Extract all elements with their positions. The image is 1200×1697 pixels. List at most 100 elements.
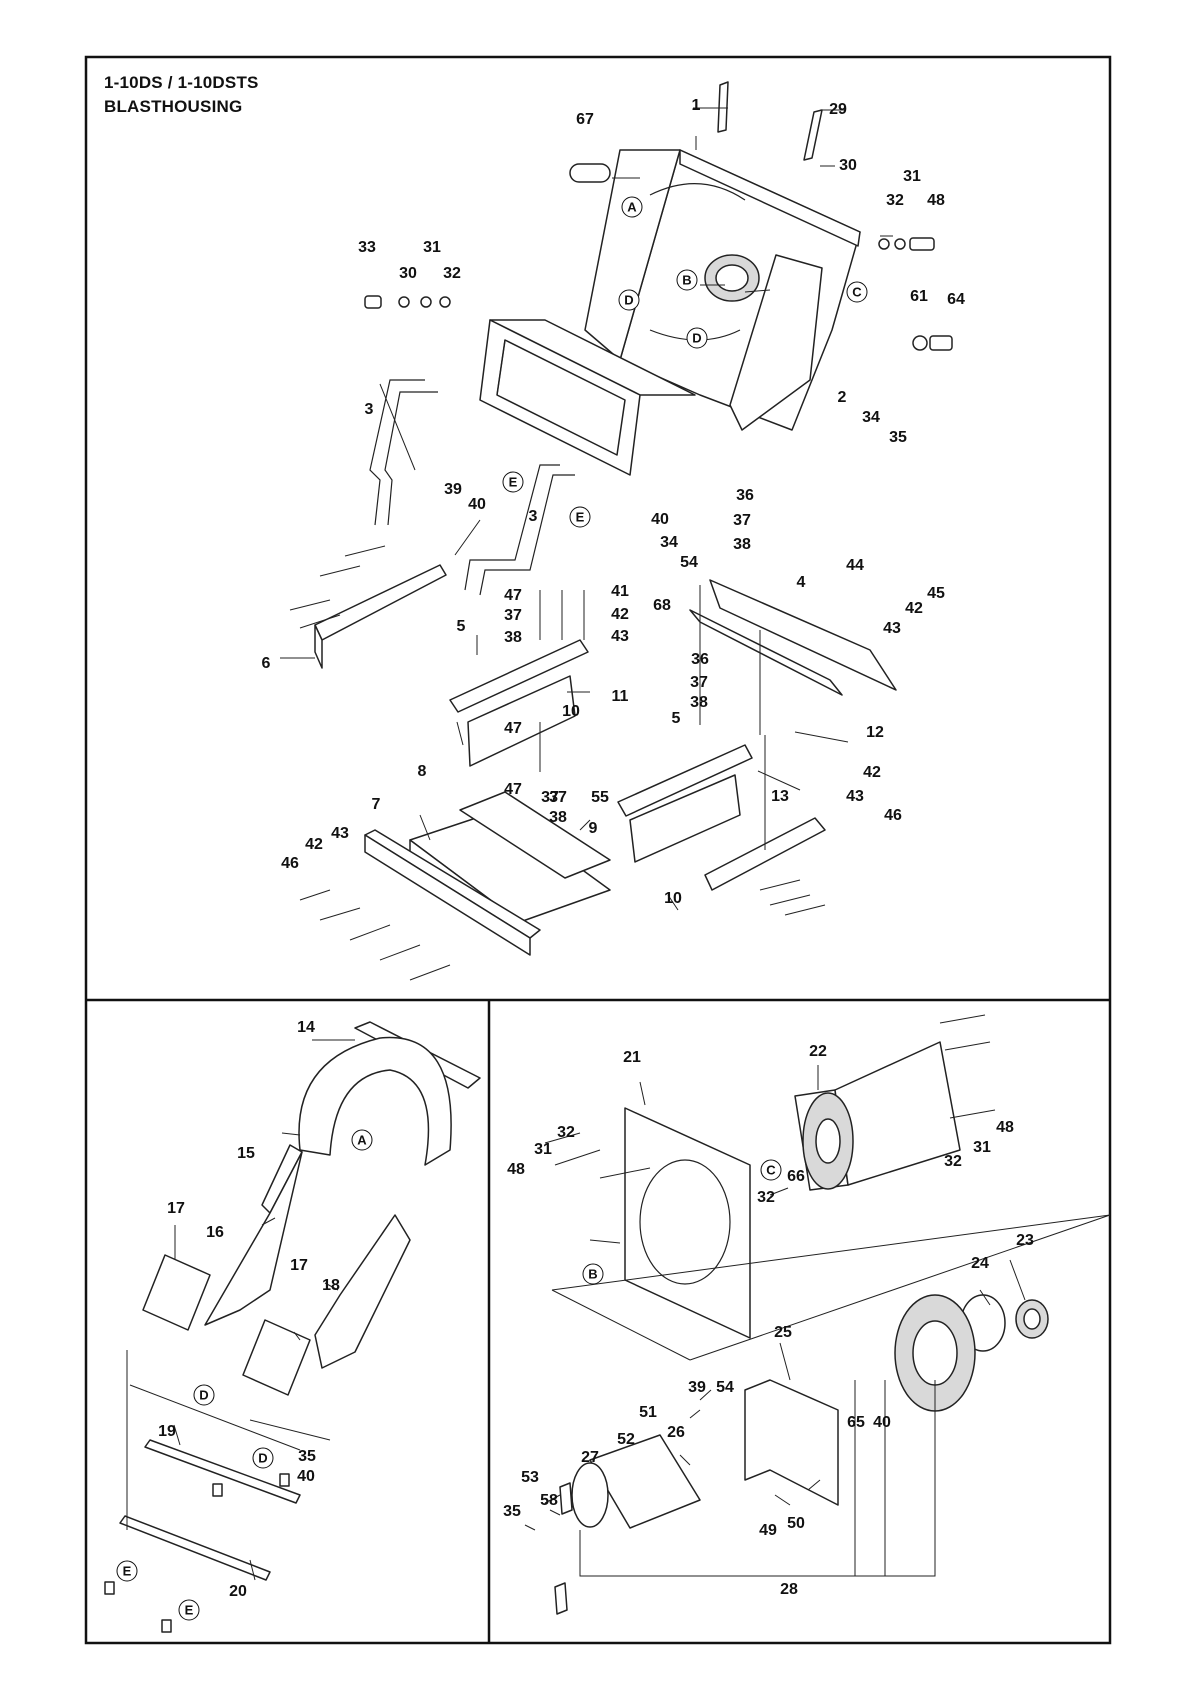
part-callout-right: 58	[540, 1492, 558, 1509]
part-callout-top: 64	[947, 291, 965, 308]
part-callout-top: 30	[839, 157, 857, 174]
assembly-name: BLASTHOUSING	[104, 97, 243, 116]
right-panel-leaders	[524, 1014, 1111, 1577]
part-callout-top: 38	[733, 536, 751, 553]
tube-28	[589, 1434, 701, 1529]
liner-16-body	[204, 1151, 303, 1326]
part-callout-top: 38	[690, 694, 708, 711]
liner-18	[314, 1214, 411, 1369]
part-callout-left: 16	[206, 1224, 224, 1241]
part-callout-right: 52	[617, 1431, 635, 1448]
part-callout-top: 2	[837, 389, 847, 406]
block-10-lower	[629, 774, 741, 863]
part-callout-top: 6	[261, 655, 271, 672]
part-callout-top: 42	[305, 836, 323, 853]
strip-9	[459, 791, 611, 879]
part-callout-right: 26	[667, 1424, 685, 1441]
reference-marker-icon: D	[686, 327, 708, 349]
part-callout-top: 33	[358, 239, 376, 256]
part-callout-top: 40	[468, 496, 486, 513]
strip-68	[689, 609, 843, 696]
part-callout-top: 10	[664, 890, 682, 907]
part-callout-right: 49	[759, 1522, 777, 1539]
reference-marker-icon: C	[760, 1159, 782, 1181]
part-callout-top: 7	[371, 796, 381, 813]
plate-21	[624, 1107, 751, 1339]
part-callout-right: 54	[716, 1379, 734, 1396]
wear-plate-25	[744, 1379, 839, 1506]
part-callout-top: 43	[331, 825, 349, 842]
reference-marker-icon: E	[502, 471, 524, 493]
part-callout-top: 43	[883, 620, 901, 637]
part-callout-right: 48	[507, 1161, 525, 1178]
part-callout-top: 37	[733, 512, 751, 529]
part-callout-right: 40	[873, 1414, 891, 1431]
part-callout-top: 8	[417, 763, 427, 780]
part-callout-top: 68	[653, 597, 671, 614]
part-callout-top: 29	[829, 101, 847, 118]
bolts-top	[364, 81, 953, 351]
part-callout-top: 3	[364, 401, 374, 418]
reference-marker-icon: D	[193, 1384, 215, 1406]
part-callout-left: 17	[167, 1200, 185, 1217]
part-callout-top: 43	[846, 788, 864, 805]
part-callout-top: 44	[846, 557, 864, 574]
reference-marker-icon: D	[618, 289, 640, 311]
part-callout-top: 37	[541, 789, 559, 806]
reference-marker-icon: D	[252, 1447, 274, 1469]
part-callout-right: 24	[971, 1255, 989, 1272]
part-callout-left: 35	[298, 1448, 316, 1465]
part-callout-top: 3	[528, 508, 538, 525]
leader-lines-top	[280, 107, 893, 911]
part-callout-top: 31	[423, 239, 441, 256]
reference-marker-icon: E	[178, 1599, 200, 1621]
motor-body-22	[834, 1041, 961, 1186]
part-callout-top: 46	[281, 855, 299, 872]
part-callout-left: 15	[237, 1145, 255, 1162]
liner-17-b	[242, 1319, 311, 1396]
part-callout-left: 20	[229, 1583, 247, 1600]
part-callout-top: 5	[671, 710, 681, 727]
part-callout-top: 67	[576, 111, 594, 128]
part-callout-top: 54	[680, 554, 698, 571]
part-callout-top: 47	[504, 781, 522, 798]
part-callout-left: 40	[297, 1468, 315, 1485]
blasthousing-frame-insert	[479, 319, 696, 476]
part-callout-top: 37	[504, 607, 522, 624]
part-callout-left: 19	[158, 1423, 176, 1440]
part-callout-top: 43	[611, 628, 629, 645]
bar-20	[119, 1515, 271, 1581]
part-callout-top: 12	[866, 724, 884, 741]
part-callout-right: 65	[847, 1414, 865, 1431]
part-callout-top: 39	[444, 481, 462, 498]
plate-3-left	[369, 379, 438, 526]
strip-right-lower	[704, 817, 826, 891]
part-callout-top: 36	[691, 651, 709, 668]
part-callout-top: 47	[504, 587, 522, 604]
plate-5-upper	[449, 639, 589, 713]
part-callout-top: 11	[611, 688, 629, 705]
part-callout-top: 42	[611, 606, 629, 623]
part-callout-left: 18	[322, 1277, 340, 1294]
part-callout-right: 22	[809, 1043, 827, 1060]
part-callout-top: 30	[399, 265, 417, 282]
part-callout-top: 32	[886, 192, 904, 209]
part-callout-right: 27	[581, 1449, 599, 1466]
part-callout-top: 42	[905, 600, 923, 617]
part-callout-top: 32	[443, 265, 461, 282]
part-callout-top: 10	[562, 703, 580, 720]
small-bolts	[289, 545, 826, 981]
reference-marker-icon: B	[582, 1263, 604, 1285]
part-callout-left: 17	[290, 1257, 308, 1274]
part-callout-top: 40	[651, 511, 669, 528]
reference-marker-icon: E	[569, 506, 591, 528]
part-callout-right: 39	[688, 1379, 706, 1396]
part-callout-right: 51	[639, 1404, 657, 1421]
part-callout-right: 31	[534, 1141, 552, 1158]
part-callout-top: 38	[549, 809, 567, 826]
part-callout-top: 37	[549, 789, 567, 806]
strip-4	[709, 579, 897, 691]
part-callout-right: 48	[996, 1119, 1014, 1136]
